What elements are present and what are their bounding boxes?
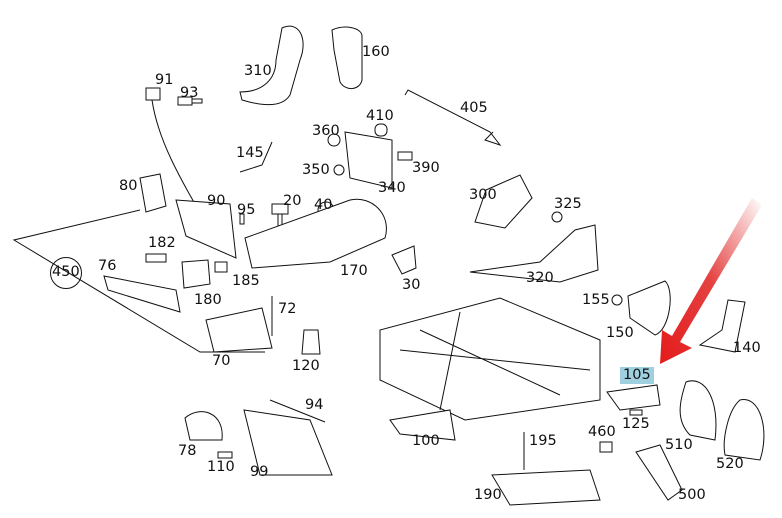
part-label-140: 140 <box>733 340 761 356</box>
part-label-20: 20 <box>283 193 302 209</box>
part-145 <box>239 141 273 173</box>
part-120 <box>301 329 321 355</box>
part-185 <box>214 261 228 273</box>
part-99 <box>243 409 333 476</box>
part-label-460: 460 <box>588 424 616 440</box>
part-label-30: 30 <box>402 277 421 293</box>
part-label-105: 105 <box>620 367 654 384</box>
part-500 <box>635 444 683 501</box>
part-76 <box>103 275 181 313</box>
part-label-150: 150 <box>606 325 634 341</box>
part-label-145: 145 <box>236 145 264 161</box>
part-label-405: 405 <box>460 100 488 116</box>
part-label-95: 95 <box>237 202 256 218</box>
part-label-91: 91 <box>155 72 174 88</box>
part-410 <box>374 123 388 137</box>
part-94 <box>269 399 326 423</box>
part-110 <box>217 451 233 459</box>
part-390 <box>397 151 413 161</box>
part-label-155: 155 <box>582 292 610 308</box>
part-300 <box>474 174 533 229</box>
part-label-160: 160 <box>362 44 390 60</box>
part-78 <box>184 411 223 441</box>
part-93 <box>177 96 203 106</box>
part-91 <box>145 87 161 101</box>
part-label-90: 90 <box>207 193 226 209</box>
part-125 <box>629 409 643 416</box>
part-label-310: 310 <box>244 63 272 79</box>
part-label-325: 325 <box>554 196 582 212</box>
part-182 <box>145 253 167 263</box>
pointer-arrow <box>660 198 762 364</box>
part-label-76: 76 <box>98 258 117 274</box>
part-350 <box>333 164 345 176</box>
part-520 <box>723 399 765 461</box>
part-label-70: 70 <box>212 353 231 369</box>
part-label-360: 360 <box>312 123 340 139</box>
part-label-340: 340 <box>378 180 406 196</box>
part-160 <box>331 26 363 89</box>
part-label-93: 93 <box>180 85 199 101</box>
part-170 <box>244 198 387 269</box>
part-80 <box>139 173 167 213</box>
part-95 <box>239 213 245 225</box>
part-label-390: 390 <box>412 160 440 176</box>
part-405 <box>404 89 502 146</box>
part-360 <box>327 133 341 147</box>
part-140 <box>698 299 746 353</box>
part-label-120: 120 <box>292 358 320 374</box>
part-label-450: 450 <box>52 264 80 280</box>
part-label-78: 78 <box>178 443 197 459</box>
part-label-520: 520 <box>716 456 744 472</box>
part-155 <box>611 294 623 306</box>
part-340 <box>344 131 393 189</box>
part-label-510: 510 <box>665 437 693 453</box>
part-label-195: 195 <box>529 433 557 449</box>
part-label-410: 410 <box>366 108 394 124</box>
part-460 <box>599 441 613 453</box>
part-320 <box>469 224 599 283</box>
part-label-320: 320 <box>526 270 554 286</box>
part-label-110: 110 <box>207 459 235 475</box>
part-label-500: 500 <box>678 487 706 503</box>
part-510 <box>679 380 717 441</box>
part-325 <box>551 211 563 223</box>
part-label-100: 100 <box>412 433 440 449</box>
part-label-99: 99 <box>250 464 269 480</box>
part-label-40: 40 <box>314 197 333 213</box>
part-90 <box>175 199 237 259</box>
part-label-94: 94 <box>305 397 324 413</box>
part-70 <box>205 307 273 353</box>
part-190 <box>491 469 601 506</box>
part-label-300: 300 <box>469 187 497 203</box>
part-100 <box>389 409 456 441</box>
part-150 <box>627 280 671 336</box>
part-label-80: 80 <box>119 178 138 194</box>
part-label-185: 185 <box>232 273 260 289</box>
part-105 <box>606 384 661 411</box>
part-label-190: 190 <box>474 487 502 503</box>
part-label-350: 350 <box>302 162 330 178</box>
part-label-182: 182 <box>148 235 176 251</box>
part-label-125: 125 <box>622 416 650 432</box>
part-30 <box>391 245 417 275</box>
part-label-170: 170 <box>340 263 368 279</box>
part-label-72: 72 <box>278 301 297 317</box>
callout-circle-450 <box>50 257 82 289</box>
part-310 <box>239 25 304 106</box>
part-180 <box>181 259 211 289</box>
part-label-180: 180 <box>194 292 222 308</box>
